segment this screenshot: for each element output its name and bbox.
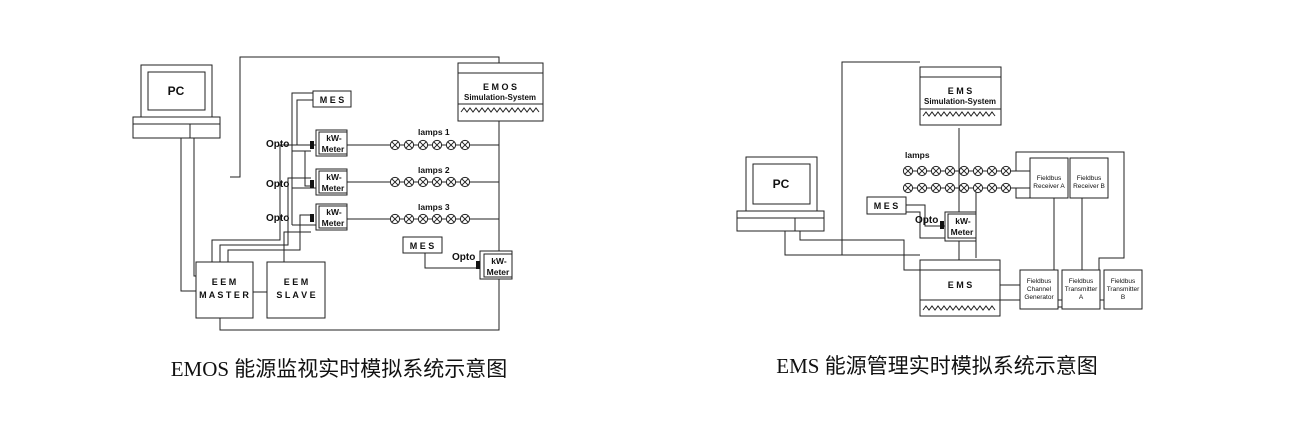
mes-top-label: M E S [320, 95, 345, 105]
pc-left: PC [132, 64, 221, 139]
meter-3-line1: kW- [326, 207, 342, 217]
ems-diagram: PC E M S Simulation-System lamps [736, 61, 1143, 378]
ems-mes-label: M E S [874, 201, 899, 211]
emos-caption: EMOS 能源监视实时模拟系统示意图 [171, 357, 508, 381]
eem-master-line1: E E M [212, 277, 237, 287]
meter-2-line2: Meter [322, 183, 345, 193]
receiver-b-line1: Fieldbus [1077, 175, 1102, 182]
fieldbus-transmitter-a: Fieldbus Transmitter A [1061, 269, 1101, 310]
ems-kw-meter: kW- Meter [940, 211, 977, 242]
meter-2-line1: kW- [326, 172, 342, 182]
lamps-2-label: lamps 2 [418, 165, 450, 175]
transmitter-b-line1: Fieldbus [1111, 278, 1136, 285]
transmitter-b-line3: B [1121, 294, 1125, 301]
meter-3-line2: Meter [322, 218, 345, 228]
ems-simulation-box: E M S Simulation-System [919, 66, 1002, 126]
ems-meter-line1: kW- [955, 216, 971, 226]
eem-slave-box: E E M S L A V E [266, 261, 326, 319]
receiver-a-line1: Fieldbus [1037, 175, 1062, 182]
eem-slave-line2: S L A V E [276, 290, 315, 300]
transmitter-a-line2: Transmitter [1065, 286, 1098, 293]
transmitter-a-line3: A [1079, 294, 1084, 301]
channel-gen-line2: Channel [1027, 286, 1052, 293]
pc-right: PC [736, 156, 825, 232]
ems-sim-title: E M S [948, 86, 973, 96]
opto-label-2: Opto [266, 179, 289, 190]
receiver-b-line2: Receiver B [1073, 183, 1105, 190]
channel-gen-line3: Generator [1024, 294, 1054, 301]
meter-1-line1: kW- [326, 133, 342, 143]
receiver-a-line2: Receiver A [1033, 183, 1065, 190]
pc-label: PC [773, 177, 790, 191]
ems-box: E M S [919, 259, 1001, 317]
meter-4-line2: Meter [487, 267, 510, 277]
pc-label: PC [168, 84, 185, 98]
lamps-1-label: lamps 1 [418, 127, 450, 137]
eem-master-line2: M A S T E R [199, 290, 249, 300]
eem-slave-line1: E E M [284, 277, 309, 287]
mes-bottom-box: M E S [402, 236, 443, 254]
meter-4-line1: kW- [491, 256, 507, 266]
ems-mes-box: M E S [866, 196, 907, 215]
ems-sim-subtitle: Simulation-System [924, 97, 996, 106]
channel-gen-line1: Fieldbus [1027, 278, 1052, 285]
sim-subtitle: Simulation-System [464, 93, 536, 102]
lamps-3-label: lamps 3 [418, 202, 450, 212]
kw-meter-1: kW- Meter [310, 129, 348, 157]
kw-meter-2: kW- Meter [310, 168, 348, 196]
ems-label: E M S [948, 280, 973, 290]
fieldbus-receiver-a: Fieldbus Receiver A [1029, 157, 1069, 199]
fieldbus-channel-generator: Fieldbus Channel Generator [1019, 269, 1059, 310]
kw-meter-4: kW- Meter [476, 250, 513, 280]
lamps-label: lamps [905, 150, 930, 160]
eem-master-box: E E M M A S T E R [195, 261, 254, 319]
ems-meter-line2: Meter [951, 227, 974, 237]
emos-diagram: PC E M O S Simulation-System M E S kW- M… [132, 56, 544, 381]
kw-meter-3: kW- Meter [310, 203, 348, 231]
opto-label-1: Opto [266, 139, 289, 150]
meter-1-line2: Meter [322, 144, 345, 154]
emos-simulation-box: E M O S Simulation-System [457, 62, 544, 122]
mes-bottom-label: M E S [410, 241, 435, 251]
mes-top-box: M E S [312, 90, 352, 108]
sim-title: E M O S [483, 82, 517, 92]
opto-label-3: Opto [266, 213, 289, 224]
transmitter-a-line1: Fieldbus [1069, 278, 1094, 285]
opto-label-4: Opto [452, 252, 475, 263]
ems-caption: EMS 能源管理实时模拟系统示意图 [776, 354, 1097, 378]
transmitter-b-line2: Transmitter [1107, 286, 1140, 293]
fieldbus-receiver-b: Fieldbus Receiver B [1069, 157, 1109, 199]
ems-opto-label: Opto [915, 215, 938, 226]
fieldbus-transmitter-b: Fieldbus Transmitter B [1103, 269, 1143, 310]
